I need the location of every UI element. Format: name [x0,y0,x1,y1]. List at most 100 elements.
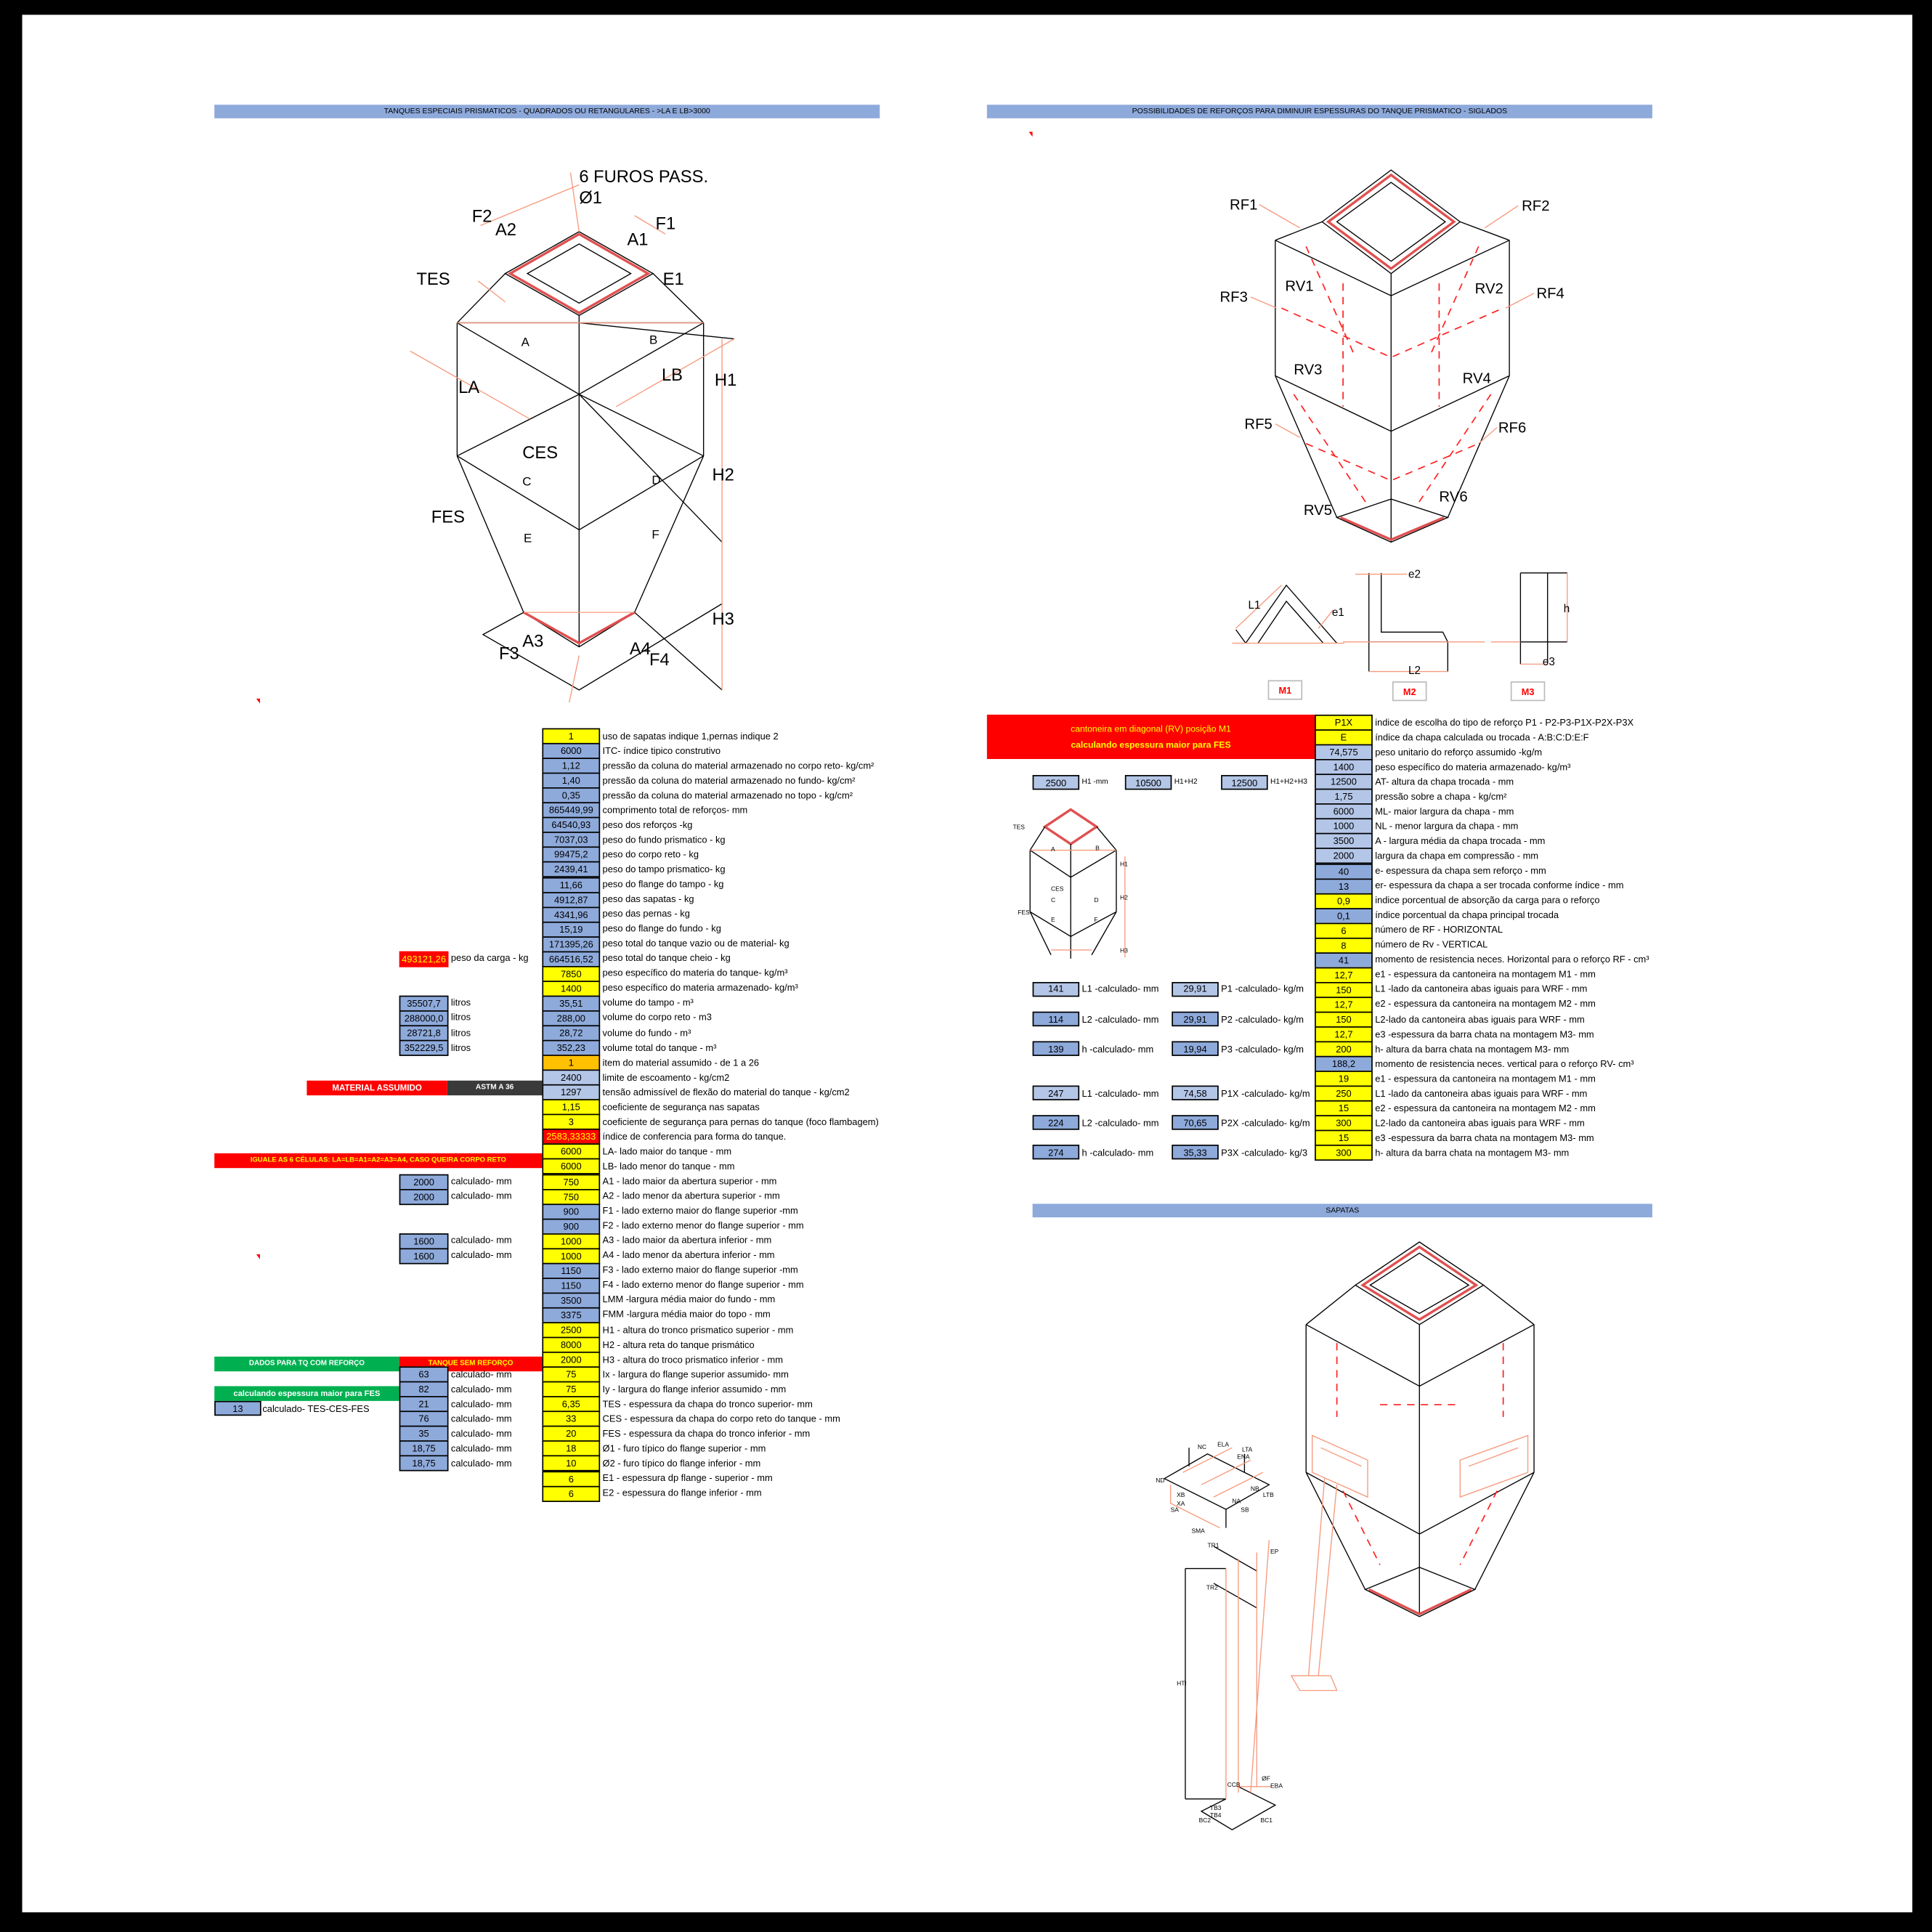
reinforcement-value-cell[interactable]: 15 [1315,1100,1373,1117]
parameter-value-cell[interactable]: 20 [542,1426,601,1442]
calculated-dimension-cell[interactable]: 114 [1032,1011,1080,1027]
reinforcement-value-cell[interactable]: 6 [1315,922,1373,939]
reinforcement-value-cell[interactable]: P1X [1315,714,1373,731]
reinforcement-value-cell[interactable]: 8 [1315,937,1373,954]
parameter-value-cell[interactable]: 8000 [542,1336,601,1353]
calculated-value-cell[interactable]: 2000 [399,1173,449,1190]
parameter-value-cell[interactable]: 6000 [542,1158,601,1175]
calculated-value-cell[interactable]: 493121,26 [399,951,449,967]
reinforcement-value-cell[interactable]: 15 [1315,1130,1373,1147]
calculated-value-cell[interactable]: 35 [399,1426,449,1442]
parameter-value-cell[interactable]: 4912,87 [542,891,601,908]
calculated-value-cell[interactable]: 1600 [399,1233,449,1249]
reinforcement-value-cell[interactable]: 12,7 [1315,997,1373,1013]
parameter-value-cell[interactable]: 288,00 [542,1010,601,1027]
reinforcement-value-cell[interactable]: 1,75 [1315,789,1373,805]
parameter-value-cell[interactable]: 900 [542,1203,601,1219]
reinforcement-value-cell[interactable]: 74,575 [1315,744,1373,760]
reinforcement-value-cell[interactable]: 12,7 [1315,1026,1373,1043]
parameter-value-cell[interactable]: 1400 [542,981,601,997]
calculated-dimension-cell[interactable]: 141 [1032,981,1080,997]
parameter-value-cell[interactable]: 750 [542,1173,601,1190]
calculated-dimension-cell[interactable]: 274 [1032,1145,1080,1161]
parameter-value-cell[interactable]: 1297 [542,1084,601,1101]
parameter-value-cell[interactable]: 1,12 [542,758,601,774]
calculated-value-cell[interactable]: 18,75 [399,1456,449,1472]
parameter-value-cell[interactable]: 7037,03 [542,832,601,848]
parameter-value-cell[interactable]: 99475,2 [542,847,601,864]
reinforcement-value-cell[interactable]: E [1315,729,1373,746]
reinforcement-value-cell[interactable]: 12,7 [1315,967,1373,983]
calculated-value-cell[interactable]: 288000,0 [399,1010,449,1027]
reinforcement-value-cell[interactable]: 19 [1315,1071,1373,1087]
calculated-weight-cell[interactable]: 29,91 [1172,1011,1219,1027]
parameter-value-cell[interactable]: 352,23 [542,1039,601,1056]
calculated-value-cell[interactable]: 76 [399,1411,449,1428]
calculated-weight-cell[interactable]: 19,94 [1172,1041,1219,1057]
parameter-value-cell[interactable]: 1 [542,728,601,744]
parameter-value-cell[interactable]: 2439,41 [542,861,601,878]
parameter-value-cell[interactable]: 0,35 [542,787,601,804]
parameter-value-cell[interactable]: 11,66 [542,877,601,893]
parameter-value-cell[interactable]: 6 [542,1470,601,1487]
reinforcement-value-cell[interactable]: 150 [1315,1011,1373,1028]
reinforcement-value-cell[interactable]: 3500 [1315,833,1373,850]
reinforcement-value-cell[interactable]: 188,2 [1315,1056,1373,1073]
parameter-value-cell[interactable]: 664516,52 [542,951,601,967]
parameter-value-cell[interactable]: 2500 [542,1322,601,1339]
parameter-value-cell[interactable]: 10 [542,1456,601,1472]
parameter-value-cell[interactable]: 7850 [542,965,601,982]
parameter-value-cell[interactable]: 35,51 [542,995,601,1012]
parameter-value-cell[interactable]: 75 [542,1381,601,1398]
parameter-value-cell[interactable]: 6 [542,1485,601,1502]
calculated-value-cell[interactable]: 35507,7 [399,995,449,1012]
reinforcement-value-cell[interactable]: 0,1 [1315,907,1373,924]
calculated-value-cell[interactable]: 1600 [399,1248,449,1265]
parameter-value-cell[interactable]: 3375 [542,1307,601,1323]
reinforcement-value-cell[interactable]: 250 [1315,1085,1373,1103]
parameter-value-cell[interactable]: 171395,26 [542,935,601,952]
calculated-weight-cell[interactable]: 74,58 [1172,1085,1219,1101]
calculated-weight-cell[interactable]: 29,91 [1172,981,1219,997]
comment-indicator[interactable] [256,698,260,704]
parameter-value-cell[interactable]: 64540,93 [542,817,601,834]
calculated-value-cell[interactable]: 63 [399,1366,449,1383]
parameter-value-cell[interactable]: 1000 [542,1233,601,1249]
parameter-value-cell[interactable]: 1,40 [542,772,601,790]
parameter-value-cell[interactable]: 6000 [542,743,601,760]
reinforcement-value-cell[interactable]: 40 [1315,863,1373,880]
parameter-value-cell[interactable]: 1150 [542,1262,601,1279]
calculated-value-cell[interactable]: 352229,5 [399,1039,449,1056]
calculated-dimension-cell[interactable]: 247 [1032,1085,1080,1101]
parameter-value-cell[interactable]: 3500 [542,1292,601,1309]
reinforcement-value-cell[interactable]: 1000 [1315,819,1373,835]
calculated-dimension-cell[interactable]: 224 [1032,1115,1080,1131]
reinforcement-value-cell[interactable]: 13 [1315,877,1373,894]
parameter-value-cell[interactable]: 6000 [542,1143,601,1161]
reinforcement-value-cell[interactable]: 1400 [1315,759,1373,776]
parameter-value-cell[interactable]: 28,72 [542,1025,601,1042]
reinforcement-value-cell[interactable]: 2000 [1315,848,1373,865]
parameter-value-cell[interactable]: 750 [542,1188,601,1205]
calculated-value-cell[interactable]: 18,75 [399,1440,449,1457]
reinforcement-value-cell[interactable]: 300 [1315,1115,1373,1132]
reinforcement-value-cell[interactable]: 41 [1315,951,1373,969]
parameter-value-cell[interactable]: 1000 [542,1248,601,1265]
parameter-value-cell[interactable]: 1,15 [542,1099,601,1116]
reinforcement-value-cell[interactable]: 0,9 [1315,893,1373,909]
comment-indicator[interactable] [1028,131,1033,137]
parameter-value-cell[interactable]: 4341,96 [542,906,601,923]
parameter-value-cell[interactable]: 75 [542,1366,601,1383]
calculated-dimension-cell[interactable]: 139 [1032,1041,1080,1057]
reinforcement-value-cell[interactable]: 150 [1315,981,1373,999]
parameter-value-cell[interactable]: 1150 [542,1277,601,1294]
parameter-value-cell[interactable]: 2400 [542,1069,601,1086]
height-value-cell[interactable]: 10500 [1124,775,1172,790]
calculated-value-cell[interactable]: 82 [399,1381,449,1398]
height-value-cell[interactable]: 2500 [1032,775,1080,790]
parameter-value-cell[interactable]: 900 [542,1218,601,1235]
calculated-value-cell[interactable]: 2000 [399,1188,449,1205]
tes-ces-fes-value[interactable]: 13 [214,1400,261,1416]
parameter-value-cell[interactable]: 1 [542,1055,601,1071]
reinforcement-value-cell[interactable]: 6000 [1315,803,1373,820]
